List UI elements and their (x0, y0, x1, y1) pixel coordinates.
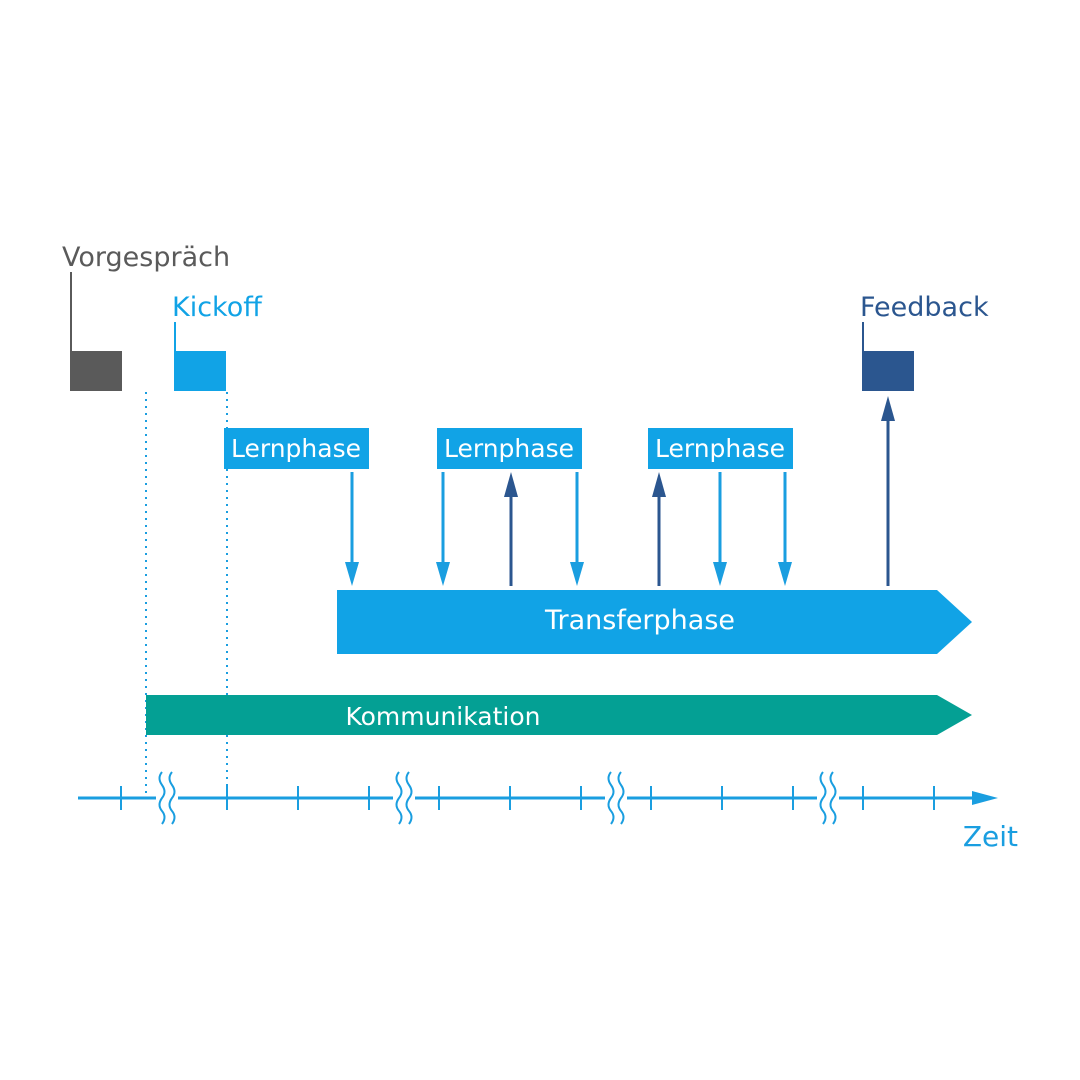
milestone-kickoff: Kickoff (172, 292, 263, 391)
axis-break (393, 771, 415, 825)
down-arrow (570, 472, 584, 586)
down-arrow (713, 472, 727, 586)
up-arrow (652, 472, 666, 586)
lernphase-box (224, 428, 369, 469)
kommunikation-shape (146, 695, 972, 735)
vorgespraech-label: Vorgespräch (62, 242, 230, 273)
milestone-feedback: Feedback (860, 292, 989, 391)
lernphase-3: Lernphase (648, 428, 793, 469)
lernphase-label: Lernphase (444, 434, 574, 463)
time-axis: Zeit (78, 771, 1018, 853)
axis-break (817, 771, 839, 825)
up-arrow (504, 472, 518, 586)
vorgespraech-marker (70, 351, 122, 391)
feedback-up-arrow (881, 396, 895, 586)
kickoff-label: Kickoff (172, 292, 263, 323)
axis-arrowhead (972, 791, 998, 805)
lernphase-box (437, 428, 582, 469)
kommunikation-label: Kommunikation (345, 702, 540, 731)
transferphase-shape (337, 590, 972, 654)
lernphase-label: Lernphase (231, 434, 361, 463)
kommunikation-band: Kommunikation (146, 695, 972, 735)
axis-ticks (120, 786, 935, 810)
lernphase-box (648, 428, 793, 469)
feedback-label: Feedback (860, 292, 989, 323)
lernphase-2: Lernphase (437, 428, 582, 469)
transferphase-label: Transferphase (544, 605, 735, 636)
down-arrow (345, 472, 359, 586)
feedback-marker (862, 351, 914, 391)
kickoff-marker (174, 351, 226, 391)
milestone-vorgespraech: Vorgespräch (62, 242, 230, 391)
axis-break (156, 771, 178, 825)
down-arrow (436, 472, 450, 586)
lernphase-label: Lernphase (655, 434, 785, 463)
lernphase-1: Lernphase (224, 428, 369, 469)
axis-break (605, 771, 627, 825)
transferphase-band: Transferphase (337, 590, 972, 654)
down-arrow (778, 472, 792, 586)
axis-label: Zeit (963, 820, 1018, 853)
